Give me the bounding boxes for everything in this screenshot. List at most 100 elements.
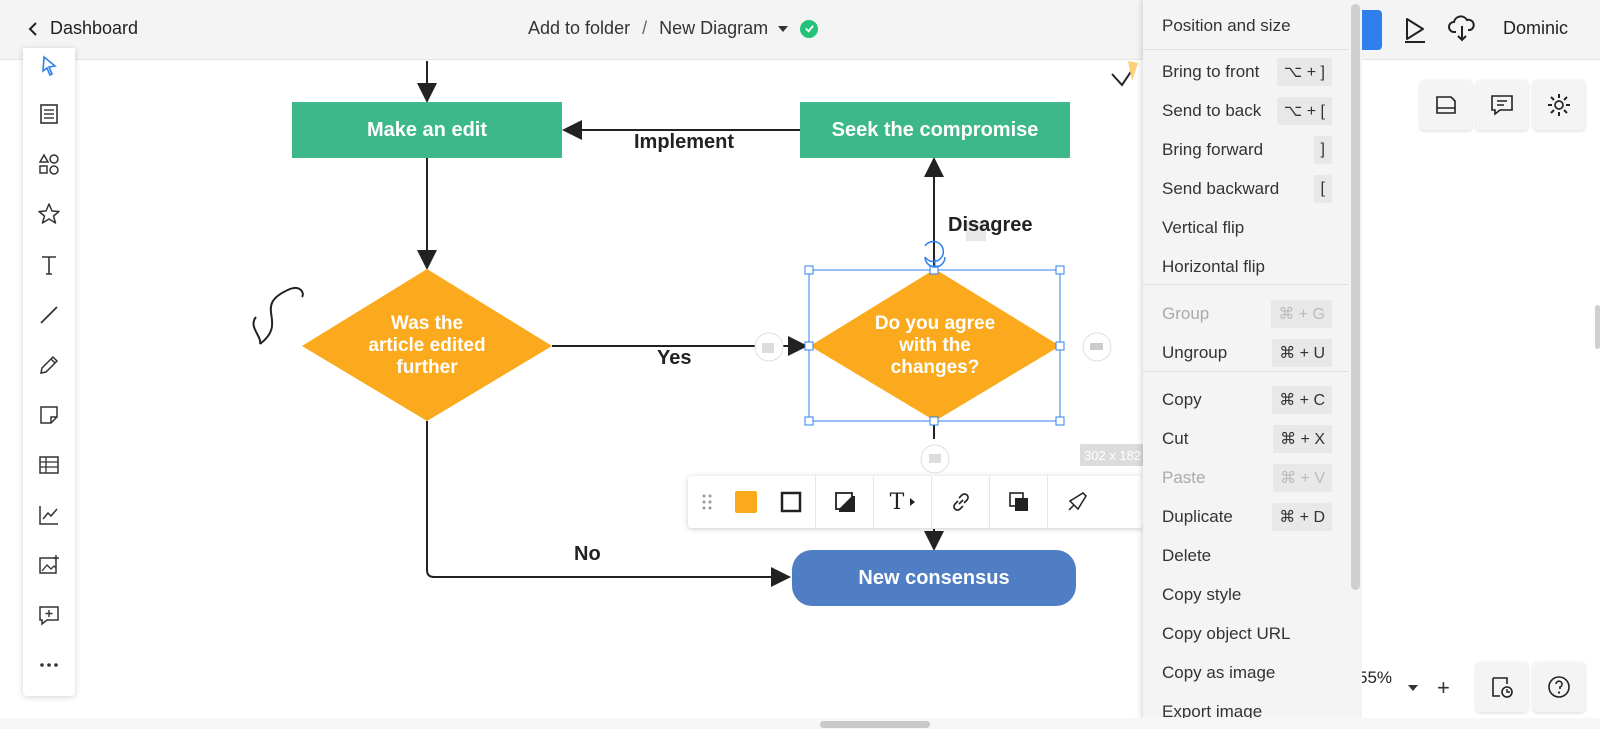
menu-item-copy[interactable]: Copy⌘ + C (1143, 380, 1348, 419)
decision-was-edited[interactable]: Was the article edited further (362, 286, 492, 406)
menu-item-label: Cut (1162, 428, 1189, 448)
settings-icon (1548, 94, 1570, 116)
diagram-name[interactable]: New Diagram (659, 18, 769, 38)
chevron-down-icon[interactable] (778, 25, 789, 32)
menu-item-export-image[interactable]: Export image (1143, 692, 1348, 729)
menu-position-and-size[interactable]: Position and size (1143, 6, 1348, 45)
menu-item-duplicate[interactable]: Duplicate⌘ + D (1143, 497, 1348, 536)
chart-tool[interactable] (35, 501, 63, 529)
image-tool[interactable] (35, 551, 63, 579)
connect-right-glyph (1090, 343, 1103, 350)
edge-label-no[interactable]: No (574, 543, 601, 565)
shapes-icon (38, 153, 59, 175)
more-tools-button[interactable] (35, 651, 63, 679)
cloud-download-icon[interactable] (1448, 14, 1476, 44)
rotate-handle-icon[interactable] (924, 240, 946, 268)
user-name[interactable]: Dominic (1503, 18, 1569, 38)
sticky-note-tool[interactable] (35, 401, 63, 429)
menu-item-send-backward[interactable]: Send backward[ (1143, 169, 1348, 208)
share-button[interactable] (1358, 10, 1382, 50)
star-tool[interactable] (35, 200, 63, 228)
text-format-button[interactable]: T (874, 476, 932, 528)
menu-item-label: Group (1162, 303, 1210, 323)
diagram-canvas[interactable]: Make an edit Seek the compromise Was the… (0, 61, 1600, 718)
resize-handle[interactable] (804, 265, 814, 275)
menu-item-copy-style[interactable]: Copy style (1143, 575, 1348, 614)
resize-handle[interactable] (929, 265, 939, 275)
menu-item-group: Group ⌘ + G (1143, 294, 1348, 333)
resize-handle[interactable] (804, 416, 814, 426)
menu-item-shortcut: ⌘ + G (1271, 300, 1332, 328)
format-painter-button[interactable] (1048, 476, 1106, 528)
menu-item-cut[interactable]: Cut⌘ + X (1143, 419, 1348, 458)
menu-item-shortcut: ] (1313, 136, 1332, 164)
menu-item-ungroup[interactable]: Ungroup⌘ + U (1143, 333, 1348, 372)
settings-button[interactable] (1533, 80, 1585, 130)
partial-shape[interactable] (1111, 66, 1135, 87)
menu-scrollbar-thumb[interactable] (1351, 4, 1360, 590)
zoom-dropdown-icon[interactable] (1408, 685, 1418, 691)
menu-item-label: Copy (1162, 389, 1202, 409)
text-icon (42, 256, 56, 275)
menu-item-label: Ungroup (1162, 342, 1228, 362)
page-panel-button[interactable] (1420, 80, 1472, 130)
resize-handle[interactable] (1055, 265, 1065, 275)
resize-handle[interactable] (1055, 341, 1065, 351)
format-painter-icon (1068, 492, 1087, 511)
present-play-icon[interactable] (1402, 16, 1428, 44)
process-make-edit[interactable]: Make an edit (292, 102, 562, 158)
template-tool[interactable] (35, 100, 63, 128)
decision-was-edited-shape[interactable] (302, 269, 552, 421)
menu-item-delete[interactable]: Delete (1143, 536, 1348, 575)
edge-label-implement[interactable]: Implement (634, 131, 735, 153)
horizontal-scrollbar-thumb[interactable] (820, 721, 930, 728)
comments-panel-button[interactable] (1476, 80, 1528, 130)
canvas-horizontal-scrollbar[interactable] (0, 718, 1600, 729)
arrange-button[interactable] (990, 476, 1048, 528)
freehand-scribble[interactable] (252, 287, 304, 345)
decision-agree[interactable]: Do you agree with the changes? (860, 296, 1010, 396)
comment-tool[interactable] (35, 601, 63, 629)
menu-item-horizontal-flip[interactable]: Horizontal flip (1143, 247, 1348, 286)
text-tool[interactable] (35, 251, 63, 279)
back-to-dashboard-link[interactable]: Dashboard (28, 18, 138, 39)
border-button[interactable] (766, 476, 816, 528)
help-button[interactable] (1533, 662, 1585, 712)
table-tool[interactable] (35, 451, 63, 479)
add-to-folder-link[interactable]: Add to folder (528, 18, 631, 38)
pen-tool[interactable] (35, 351, 63, 379)
resize-handle[interactable] (1055, 416, 1065, 426)
resize-handle[interactable] (804, 341, 814, 351)
edge-label-disagree[interactable]: Disagree (948, 214, 1033, 236)
menu-item-copy-as-image[interactable]: Copy as image (1143, 653, 1348, 692)
edge-label-yes[interactable]: Yes (657, 347, 692, 369)
label-edit-glyph[interactable] (966, 221, 986, 241)
vertical-scrollbar-thumb[interactable] (1595, 305, 1600, 349)
connect-left-glyph (762, 343, 774, 353)
menu-item-label: Duplicate (1162, 506, 1233, 526)
menu-item-copy-object-url[interactable]: Copy object URL (1143, 614, 1348, 653)
edge-no (426, 421, 791, 587)
zoom-level[interactable]: 55% (1358, 668, 1393, 687)
resize-handle[interactable] (929, 416, 939, 426)
menu-item-send-to-back[interactable]: Send to back⌥ + [ (1143, 91, 1348, 130)
shapes-tool[interactable] (35, 150, 63, 178)
history-button[interactable] (1476, 662, 1528, 712)
decision-agree-shape[interactable] (810, 269, 1060, 421)
menu-item-bring-forward[interactable]: Bring forward] (1143, 130, 1348, 169)
menu-item-bring-to-front[interactable]: Bring to front⌥ + ] (1143, 52, 1348, 91)
drag-handle[interactable] (688, 476, 726, 528)
pointer-tool[interactable] (35, 52, 63, 80)
sticky-note-icon (40, 406, 58, 424)
shadow-button[interactable] (816, 476, 874, 528)
connect-bottom-glyph (929, 454, 941, 463)
fill-color-button[interactable] (726, 476, 766, 528)
zoom-in-button[interactable]: + (1437, 675, 1450, 700)
line-tool[interactable] (35, 301, 63, 329)
link-button[interactable] (932, 476, 990, 528)
process-seek-compromise[interactable]: Seek the compromise (800, 102, 1070, 158)
menu-item-shortcut: ⌥ + ] (1276, 58, 1332, 86)
terminal-new-consensus[interactable]: New consensus (792, 550, 1076, 606)
left-toolbar (23, 48, 75, 696)
menu-item-vertical-flip[interactable]: Vertical flip (1143, 208, 1348, 247)
